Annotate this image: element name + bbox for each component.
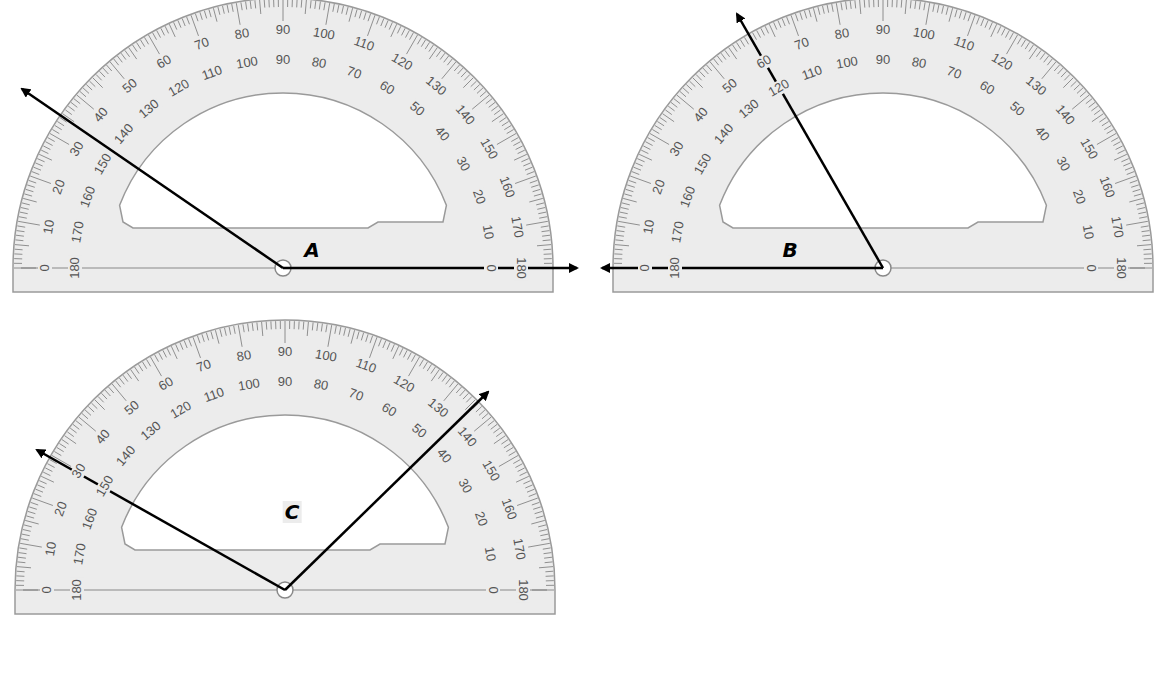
- angle-ray: [22, 89, 283, 268]
- angle-ray: [283, 267, 577, 270]
- angle-ray: [737, 14, 883, 268]
- outer-scale-number: 10: [42, 539, 59, 558]
- angle-letter: A: [302, 239, 321, 261]
- protractor-body: [13, 0, 553, 292]
- outer-scale-number: 80: [832, 25, 851, 42]
- outer-scale-number: 0: [38, 263, 52, 272]
- protractor-window: [720, 93, 1047, 228]
- outer-scale-number: 90: [275, 23, 291, 37]
- degree-ticks: [614, 0, 1152, 268]
- outer-scale-number: 0: [638, 263, 652, 272]
- inner-scale-number: 90: [875, 53, 891, 67]
- outer-scale-number: 80: [232, 25, 251, 42]
- angle-ray: [285, 392, 488, 590]
- inner-scale-number: 180: [70, 578, 84, 602]
- inner-scale-number: 180: [668, 256, 682, 280]
- inner-scale-number: 80: [310, 55, 329, 72]
- angle-letter: C: [283, 501, 302, 523]
- protractor-window: [122, 415, 449, 550]
- outer-scale-number: 90: [875, 23, 891, 37]
- protractor-body: [15, 320, 555, 614]
- outer-scale-number: 180: [516, 578, 530, 602]
- inner-scale-number: 0: [484, 263, 498, 272]
- degree-ticks: [14, 0, 552, 268]
- protractor-body: [613, 0, 1153, 292]
- inner-scale-number: 180: [68, 256, 82, 280]
- degree-ticks: [16, 321, 554, 590]
- outer-scale-number: 180: [514, 256, 528, 280]
- outer-scale-number: 90: [277, 345, 293, 359]
- outer-scale-number: 0: [40, 585, 54, 594]
- inner-scale-number: 90: [275, 53, 291, 67]
- angle-ray: [37, 450, 285, 590]
- inner-scale-number: 10: [479, 223, 496, 242]
- inner-scale-number: 80: [312, 377, 331, 394]
- outer-scale-number: 10: [640, 217, 657, 236]
- outer-scale-number: 10: [40, 217, 57, 236]
- angle-letter: B: [780, 239, 799, 261]
- inner-scale-number: 0: [1084, 263, 1098, 272]
- inner-scale-number: 10: [1079, 223, 1096, 242]
- outer-scale-number: 180: [1114, 256, 1128, 280]
- inner-scale-number: 0: [486, 585, 500, 594]
- inner-scale-number: 80: [910, 55, 929, 72]
- inner-scale-number: 10: [481, 545, 498, 564]
- inner-scale-number: 90: [277, 375, 293, 389]
- outer-scale-number: 80: [234, 347, 253, 364]
- protractor-window: [120, 93, 447, 228]
